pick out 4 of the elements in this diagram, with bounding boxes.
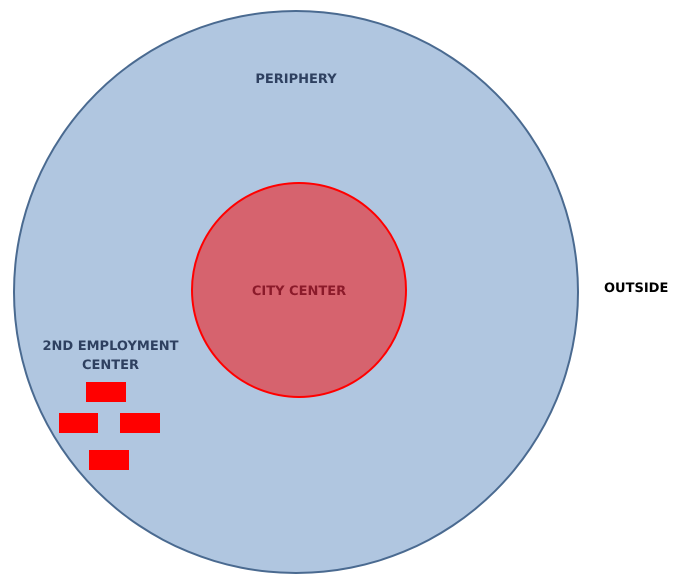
employment-center-label: 2ND EMPLOYMENT CENTER (42, 338, 180, 375)
outside-label: OUTSIDE (604, 281, 670, 296)
region-label: CITY CENTER (252, 284, 346, 299)
region-label: PERIPHERY (255, 72, 337, 87)
